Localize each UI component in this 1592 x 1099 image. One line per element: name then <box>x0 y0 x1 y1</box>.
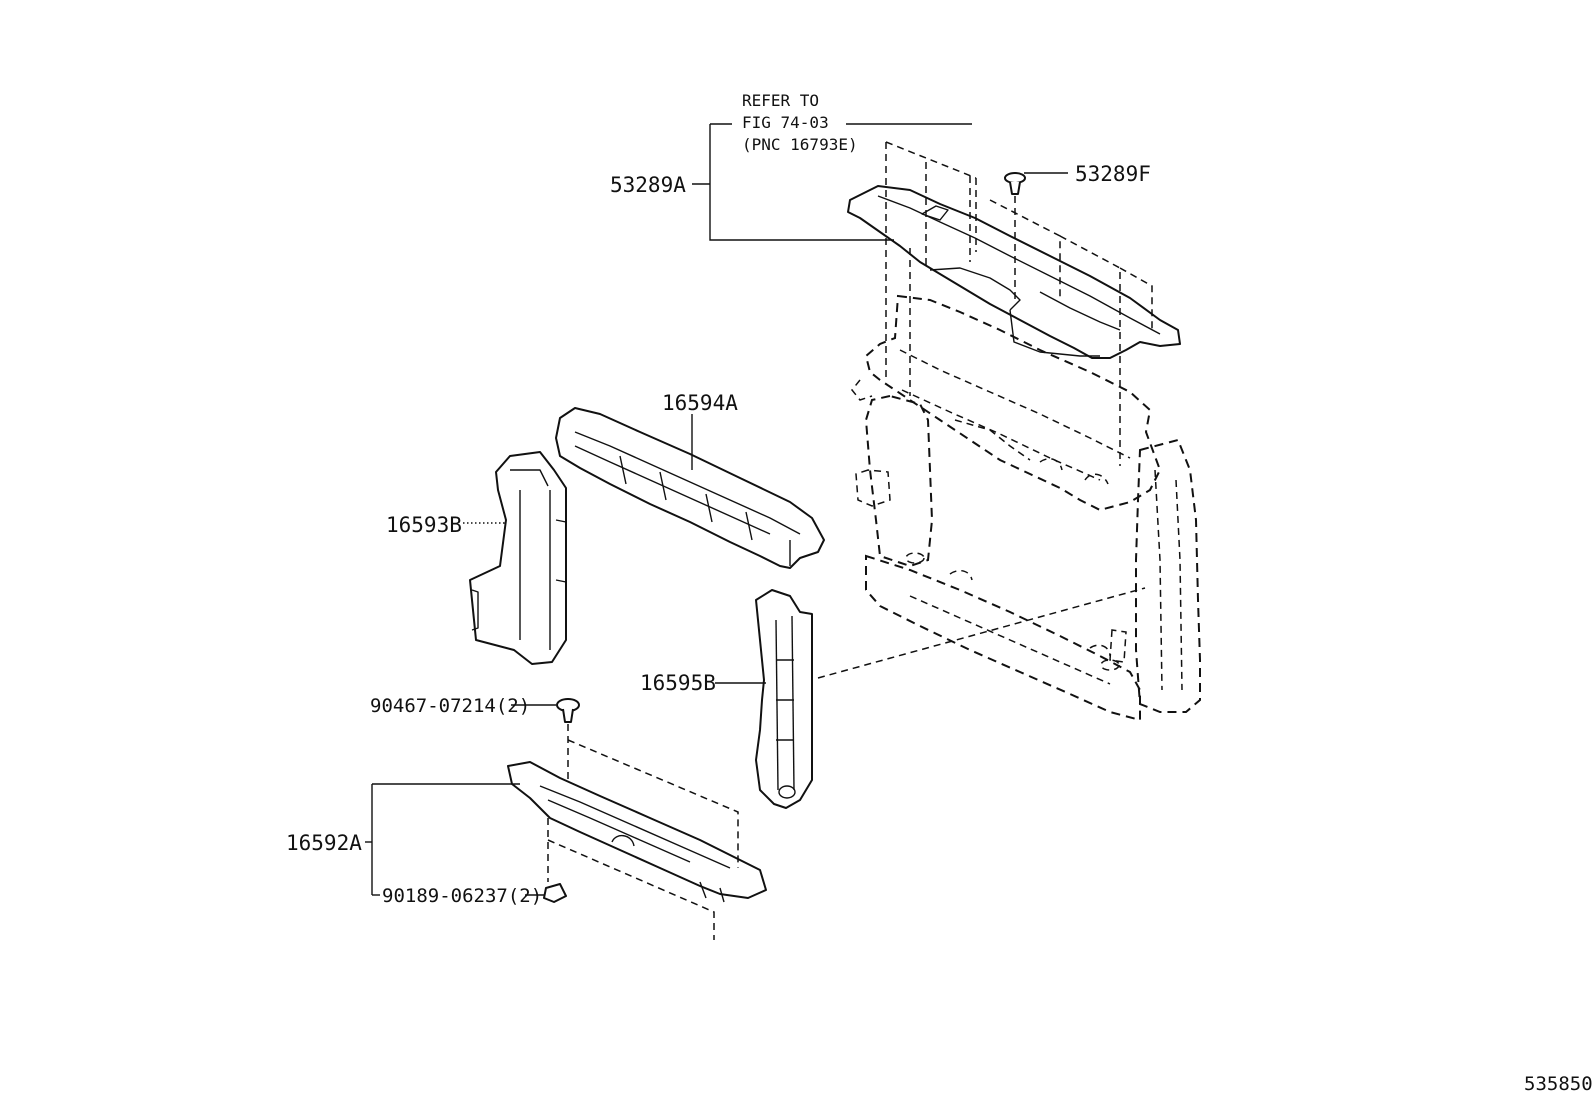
assembly-line-16595B <box>817 587 1146 679</box>
part-16594A-upper-guide <box>555 407 825 569</box>
part-16592A-lower-guide <box>507 761 767 903</box>
label-16594A: 16594A <box>662 391 738 415</box>
label-16595B: 16595B <box>640 671 716 695</box>
refer-note-line3: (PNC 16793E) <box>742 135 858 154</box>
label-53289F: 53289F <box>1075 162 1151 186</box>
refer-note-line1: REFER TO <box>742 91 819 110</box>
label-90189-06237: 90189-06237(2) <box>382 885 542 907</box>
part-16593B-left-guide <box>469 451 567 665</box>
radiator-support-frame <box>851 294 1201 722</box>
label-90467-07214: 90467-07214(2) <box>370 695 530 717</box>
assembly-lines-top <box>885 141 1153 466</box>
diagram-id: 535850 <box>1524 1073 1592 1095</box>
label-16593B: 16593B <box>386 513 462 537</box>
assembly-lines-lower <box>547 724 739 940</box>
part-90189-clip <box>543 883 567 903</box>
label-53289A: 53289A <box>610 173 686 197</box>
leader-lines <box>365 123 1068 896</box>
part-90467-clip <box>556 698 580 723</box>
part-16595B-right-guide <box>755 589 813 809</box>
part-53289A-upper-seal <box>847 185 1181 359</box>
refer-note-line2: FIG 74-03 <box>742 113 829 132</box>
part-53289F-clip <box>1004 172 1026 195</box>
label-16592A: 16592A <box>286 831 362 855</box>
